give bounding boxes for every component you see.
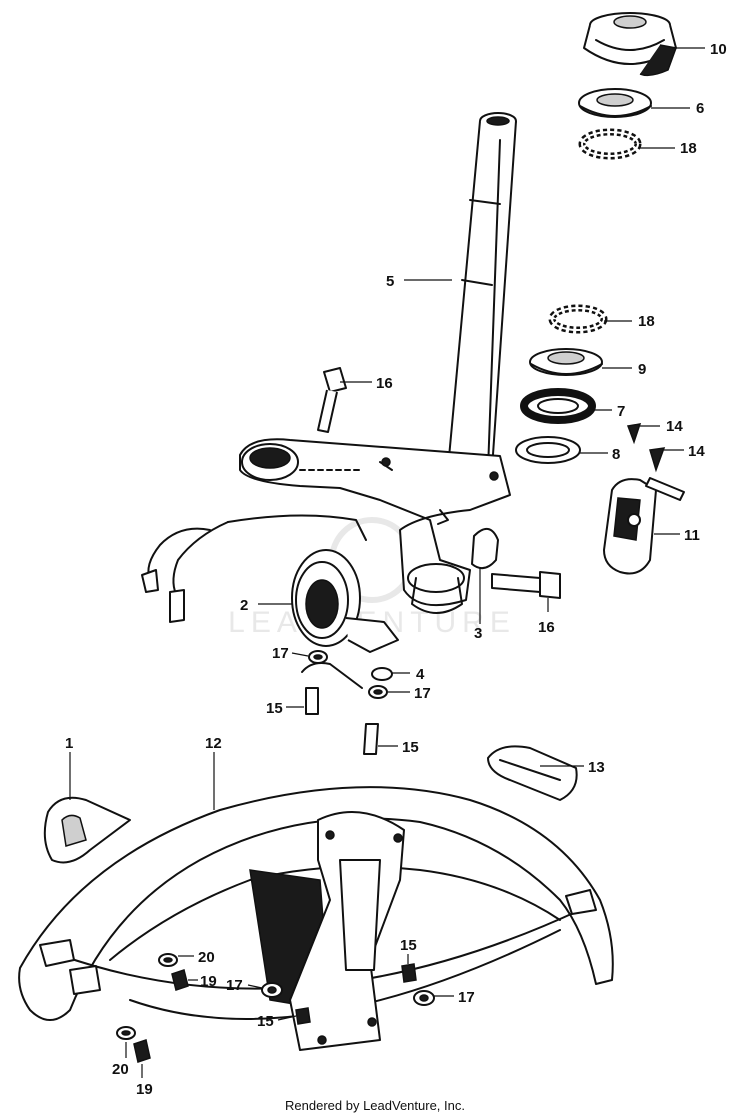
part-2-horn[interactable] [141,514,399,653]
label-part-10: 10 [710,41,727,58]
part-6-top-cone-race[interactable] [578,88,652,118]
label-part-15-c: 15 [400,937,417,954]
label-part-11: 11 [684,527,700,544]
part-16-bolt-lower[interactable] [491,571,561,599]
part-4-horn-bracket[interactable] [301,662,393,689]
part-labels: 10 6 18 5 18 9 7 8 16 14 14 11 2 3 16 17… [65,41,727,1098]
part-17-washers-upper[interactable] [308,650,388,699]
part-17-washer-fender-left[interactable] [261,982,283,998]
label-part-15-d: 15 [257,1013,274,1030]
part-1-reflector[interactable] [43,796,131,864]
part-18-steel-balls-top[interactable] [578,128,642,160]
label-part-16-upper: 16 [376,375,393,392]
part-15-bolt-fender-right[interactable] [401,963,417,983]
label-part-18-bottom: 18 [638,313,655,330]
label-part-16-lower: 16 [538,619,555,636]
part-9-bottom-cone-race[interactable] [529,348,603,376]
part-13-fender-emblem[interactable] [487,745,578,801]
label-part-17-a: 17 [272,645,289,662]
label-part-17-d: 17 [458,989,475,1006]
part-7-dust-seal[interactable] [520,388,596,424]
label-part-14-upper: 14 [666,418,683,435]
label-part-19-b: 19 [136,1081,153,1098]
part-14-screws[interactable] [626,423,666,473]
label-part-15-b: 15 [402,739,419,756]
leader-lines [69,47,705,1078]
label-part-7: 7 [617,403,625,420]
label-part-18-top: 18 [680,140,697,157]
label-part-17-b: 17 [414,685,431,702]
part-16-bolt-upper[interactable] [317,367,347,433]
part-18-steel-balls-bottom[interactable] [548,304,608,334]
part-17-washer-fender-right[interactable] [413,990,435,1006]
label-part-15-a: 15 [266,700,283,717]
part-20-washer-bottom[interactable] [116,1026,136,1040]
part-11-steering-lock[interactable] [603,477,685,575]
part-19-bolt-left-upper[interactable] [171,969,189,991]
part-10-stem-nut[interactable] [583,12,678,77]
part-12-front-fender[interactable] [18,786,614,1051]
label-part-6: 6 [696,100,704,117]
label-part-20-b: 20 [112,1061,129,1078]
bottom-bridge[interactable] [239,438,511,614]
label-part-9: 9 [638,361,646,378]
label-part-20-a: 20 [198,949,215,966]
label-part-17-c: 17 [226,977,243,994]
label-part-19-a: 19 [200,973,217,990]
label-part-12: 12 [205,735,222,752]
part-19-bolt-bottom[interactable] [133,1039,151,1063]
footer-credit: Rendered by LeadVenture, Inc. [285,1098,465,1113]
part-8-washer[interactable] [515,436,581,464]
label-part-3: 3 [474,625,482,642]
label-part-8: 8 [612,446,620,463]
part-20-washer-left-upper[interactable] [158,953,178,967]
label-part-1: 1 [65,735,73,752]
label-part-2: 2 [240,597,248,614]
label-part-5: 5 [386,273,394,290]
label-part-4: 4 [416,666,425,683]
label-part-13: 13 [588,759,605,776]
part-15-bolts-upper[interactable] [305,687,379,755]
part-15-bolt-fender-left[interactable] [295,1007,311,1025]
part-5-steering-stem[interactable] [445,112,517,499]
label-part-14-lower: 14 [688,443,705,460]
part-3-clip[interactable] [471,528,499,570]
